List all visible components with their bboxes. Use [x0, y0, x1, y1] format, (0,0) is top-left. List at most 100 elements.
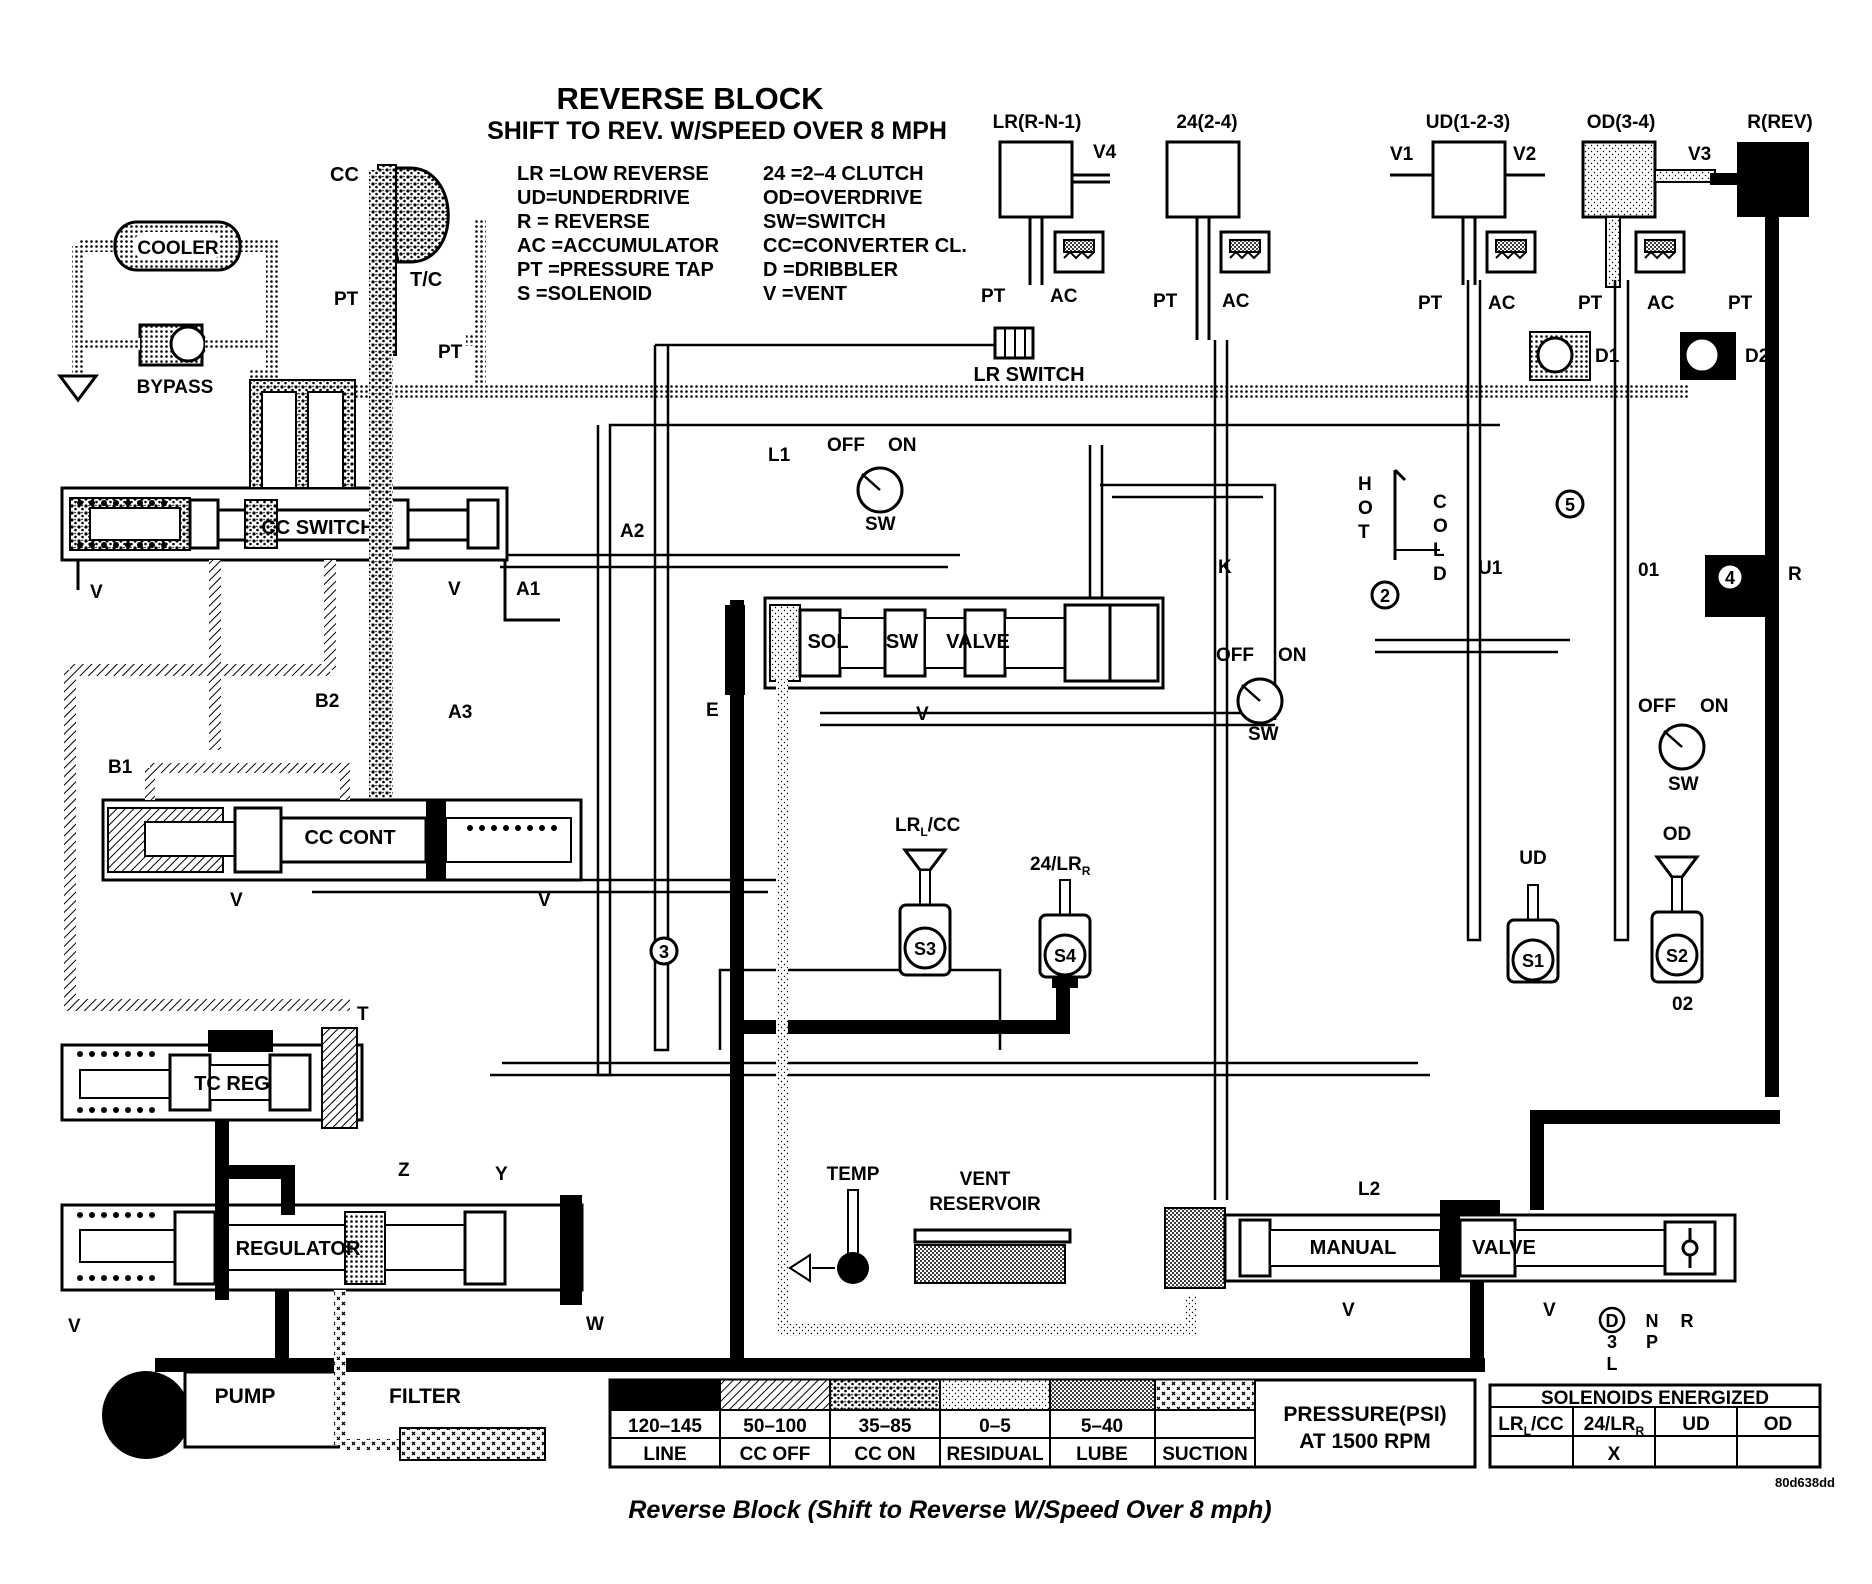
svg-text:50–100: 50–100: [743, 1416, 806, 1437]
svg-text:ON: ON: [1700, 696, 1729, 717]
svg-text:L2: L2: [1358, 1179, 1380, 1200]
svg-text:V1: V1: [1390, 144, 1414, 165]
svg-text:X: X: [1608, 1444, 1621, 1465]
clutch-ud-chamber: [1390, 140, 1545, 285]
svg-text:V: V: [1342, 1300, 1355, 1321]
svg-text:V: V: [538, 890, 551, 911]
manual-label: MANUAL: [1310, 1237, 1397, 1259]
cc-control-valve: CC CONT V V: [101, 763, 583, 911]
sw-label: SW: [886, 631, 918, 653]
svg-text:V2: V2: [1513, 144, 1536, 165]
svg-text:UD: UD: [1519, 848, 1546, 869]
svg-text:O: O: [1433, 516, 1448, 537]
pump-label: PUMP: [215, 1385, 276, 1408]
svg-text:V: V: [230, 890, 243, 911]
dribbler-1-ball: [1536, 336, 1574, 374]
tc-reg-label: TC REG: [194, 1073, 270, 1095]
svg-text:SOLENOIDS ENERGIZED: SOLENOIDS ENERGIZED: [1541, 1388, 1769, 1409]
svg-text:S1: S1: [1522, 951, 1544, 971]
svg-text:AC: AC: [1222, 291, 1250, 312]
svg-text:24 =2–4 CLUTCH: 24 =2–4 CLUTCH: [763, 163, 924, 185]
svg-text:A3: A3: [448, 702, 472, 723]
svg-text:4: 4: [1725, 568, 1735, 588]
svg-text:3: 3: [659, 942, 669, 962]
svg-text:120–145: 120–145: [628, 1416, 702, 1437]
svg-text:RESIDUAL: RESIDUAL: [946, 1444, 1044, 1465]
svg-text:VENT: VENT: [960, 1169, 1011, 1190]
svg-text:K: K: [1218, 557, 1232, 578]
accumulators: [1053, 230, 1686, 274]
spring-dots-cc-cont: [467, 825, 557, 831]
pressure-switch-2: OFF ON SW K: [1216, 557, 1307, 745]
svg-text:35–85: 35–85: [859, 1416, 912, 1437]
pump-body: [102, 1371, 190, 1459]
svg-text:D: D: [1433, 564, 1447, 585]
pressure-switch-3: OFF ON SW: [1638, 696, 1729, 795]
svg-text:02: 02: [1672, 994, 1693, 1015]
clutch-rev-chamber: [1710, 142, 1809, 1097]
svg-text:L: L: [1607, 1354, 1618, 1374]
svg-text:UD=UNDERDRIVE: UD=UNDERDRIVE: [517, 187, 690, 209]
svg-text:Z: Z: [398, 1160, 410, 1181]
svg-text:D1: D1: [1595, 346, 1620, 367]
clutch-lr-label: LR(R-N-1): [993, 112, 1082, 133]
svg-text:CC: CC: [330, 164, 359, 186]
temp-label: TEMP: [827, 1164, 880, 1185]
clutch-24-label: 24(2-4): [1176, 112, 1237, 133]
svg-text:V =VENT: V =VENT: [763, 283, 847, 305]
svg-text:Y: Y: [495, 1164, 508, 1185]
svg-text:OD: OD: [1663, 824, 1692, 845]
clutch-24-chamber: [1165, 140, 1241, 340]
svg-text:V4: V4: [1093, 142, 1117, 163]
pressure-legend: 120–145 50–100 35–85 0–5 5–40 LINE CC OF…: [608, 1378, 1477, 1469]
svg-text:D2: D2: [1745, 346, 1769, 367]
svg-text:OFF: OFF: [1216, 645, 1254, 666]
svg-text:CC=CONVERTER CL.: CC=CONVERTER CL.: [763, 235, 967, 257]
svg-text:PT =PRESSURE TAP: PT =PRESSURE TAP: [517, 259, 714, 281]
svg-text:24/LRR: 24/LRR: [1584, 1414, 1645, 1438]
abbreviation-legend: LR =LOW REVERSE UD=UNDERDRIVE R = REVERS…: [517, 163, 967, 305]
svg-text:SW: SW: [1248, 724, 1279, 745]
tap-labels: PT AC PT AC PT AC PT AC PT V4 V1 V2 V3: [981, 142, 1753, 314]
svg-text:S2: S2: [1666, 946, 1688, 966]
svg-text:D =DRIBBLER: D =DRIBBLER: [763, 259, 899, 281]
svg-text:SW=SWITCH: SW=SWITCH: [763, 211, 886, 233]
passages: [312, 280, 1630, 1200]
svg-text:S3: S3: [914, 939, 936, 959]
svg-text:N: N: [1646, 1311, 1659, 1331]
thermal-valve: H O T C O L D U1: [1358, 468, 1503, 585]
svg-text:V3: V3: [1688, 144, 1711, 165]
svg-text:V: V: [916, 704, 929, 725]
solenoid-s4: S4 24/LRR: [1030, 854, 1092, 988]
clutch-ud-label: UD(1-2-3): [1426, 112, 1510, 133]
cc-switch-label: CC SWITCH: [261, 517, 374, 539]
svg-text:PT: PT: [981, 286, 1006, 307]
sol-label: SOL: [807, 631, 848, 653]
figure-id: 80d638dd: [1775, 1475, 1835, 1490]
svg-text:AC: AC: [1647, 293, 1675, 314]
cc-on-line: [369, 170, 393, 830]
cc-off-line-2: [64, 664, 350, 1011]
pump-housing: [183, 1370, 342, 1449]
solenoid-switch-valve: SOL SW VALVE V E: [706, 596, 1165, 725]
line-pressure-circuit: [155, 600, 1780, 1372]
svg-text:CC ON: CC ON: [854, 1444, 915, 1465]
svg-text:LINE: LINE: [643, 1444, 686, 1465]
svg-text:O: O: [1358, 498, 1373, 519]
svg-text:UD: UD: [1682, 1414, 1709, 1435]
svg-text:T: T: [357, 1004, 369, 1025]
svg-text:SW: SW: [1668, 774, 1699, 795]
svg-text:ON: ON: [888, 435, 917, 456]
svg-text:R: R: [1788, 564, 1802, 585]
svg-text:B2: B2: [315, 691, 339, 712]
svg-text:U1: U1: [1478, 558, 1503, 579]
svg-text:24/LRR: 24/LRR: [1030, 854, 1091, 878]
regulator-valve: REGULATOR V W Z Y: [60, 1160, 604, 1337]
spring-dots-tc-reg: [77, 1051, 155, 1113]
svg-text:R: R: [1681, 1311, 1694, 1331]
svg-text:S =SOLENOID: S =SOLENOID: [517, 283, 652, 305]
svg-text:SUCTION: SUCTION: [1162, 1444, 1248, 1465]
vent-reservoir: VENT RESERVOIR: [913, 1169, 1072, 1284]
svg-text:RESERVOIR: RESERVOIR: [929, 1194, 1041, 1215]
svg-text:AC: AC: [1050, 286, 1078, 307]
